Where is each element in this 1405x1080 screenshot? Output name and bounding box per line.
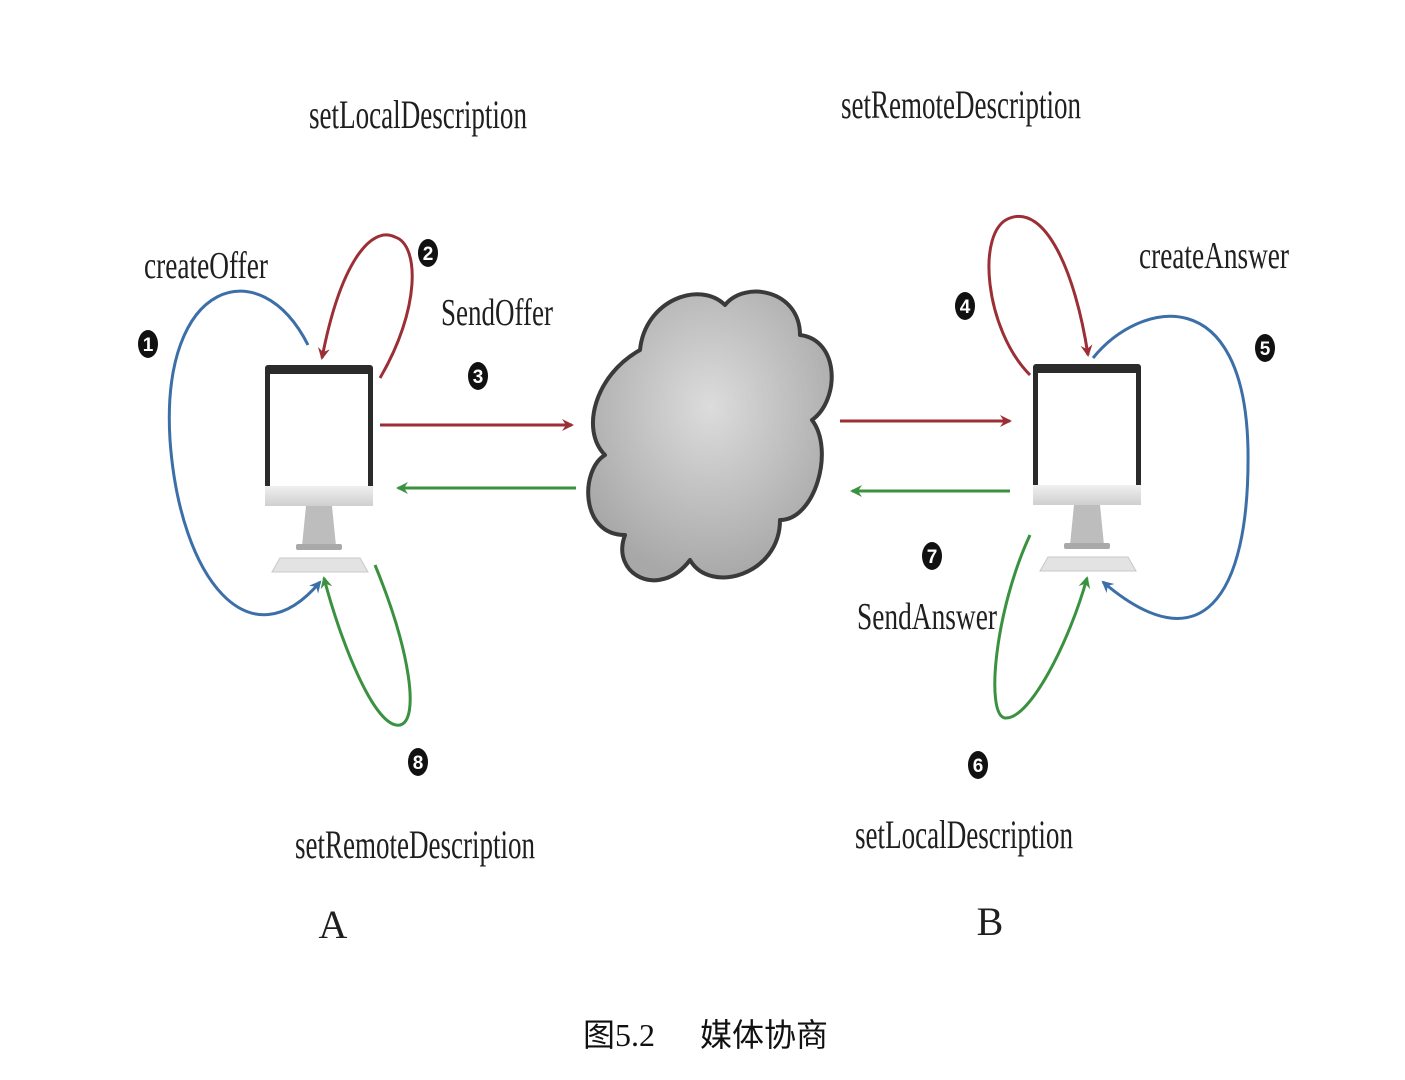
step-badge-1: 1 xyxy=(138,330,158,358)
step-badge-2: 2 xyxy=(418,239,438,267)
create-answer-loop-arrow xyxy=(1091,314,1250,620)
step-badge-6: 6 xyxy=(968,751,988,779)
label-peer-b: B xyxy=(977,899,1004,944)
computer-a-icon xyxy=(265,365,373,573)
step-badge-7-text: 7 xyxy=(927,547,938,568)
step-badge-5-text: 5 xyxy=(1260,339,1271,360)
step-badge-8-text: 8 xyxy=(413,753,424,774)
set-remote-description-loop-arrow-a xyxy=(320,564,412,727)
step-badge-2-text: 2 xyxy=(423,244,434,265)
step-badge-3-text: 3 xyxy=(473,367,484,388)
create-offer-loop-arrow xyxy=(167,289,322,617)
step-badge-4-text: 4 xyxy=(960,297,971,318)
set-local-description-loop-arrow-a xyxy=(318,233,414,379)
computer-b-icon xyxy=(1033,364,1141,572)
label-b-send-answer: SendAnswer xyxy=(857,596,997,638)
cloud-icon xyxy=(586,289,834,583)
label-a-send-offer: SendOffer xyxy=(441,292,553,334)
step-badge-3: 3 xyxy=(468,362,488,390)
figure-caption-title: 媒体协商 xyxy=(700,1017,828,1053)
label-peer-a: A xyxy=(319,902,348,947)
set-local-description-loop-arrow-b xyxy=(993,534,1091,720)
label-a-set-local-description: setLocalDescription xyxy=(309,92,527,137)
step-badge-4: 4 xyxy=(955,292,975,320)
label-b-set-local-description: setLocalDescription xyxy=(855,812,1073,857)
figure-caption-number: 图5.2 xyxy=(583,1017,655,1053)
set-remote-description-loop-arrow-b xyxy=(987,214,1093,377)
step-badge-8: 8 xyxy=(408,748,428,776)
step-badge-5: 5 xyxy=(1255,334,1275,362)
step-badge-6-text: 6 xyxy=(973,756,984,777)
label-a-set-remote-description: setRemoteDescription xyxy=(295,822,535,867)
label-b-create-answer: createAnswer xyxy=(1139,235,1289,277)
step-badge-1-text: 1 xyxy=(143,335,154,356)
step-badge-7: 7 xyxy=(922,542,942,570)
label-a-create-offer: createOffer xyxy=(144,245,268,287)
label-b-set-remote-description: setRemoteDescription xyxy=(841,82,1081,127)
